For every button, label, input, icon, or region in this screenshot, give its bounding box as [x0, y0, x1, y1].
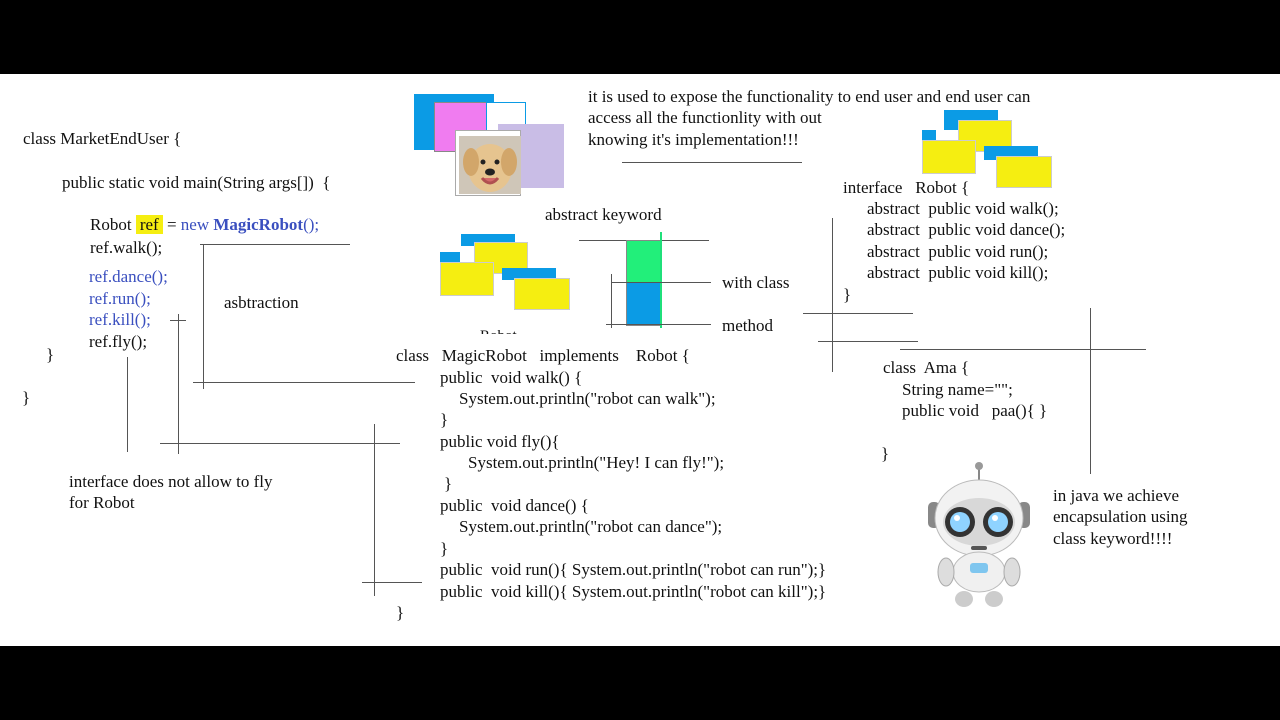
magic-robot-class-name: MagicRobot [213, 215, 304, 234]
partial-robot-label: Robot [480, 326, 517, 334]
connector-line [900, 349, 1146, 350]
connector-line [178, 314, 179, 454]
diagram-line [611, 282, 711, 283]
magic-robot-header: class MagicRobot implements Robot { [396, 346, 690, 365]
fly-note-line1: interface does not allow to fly [69, 472, 273, 491]
magic-robot-close: } [396, 603, 405, 622]
ama-class-close: } [881, 444, 890, 463]
dance-close: } [440, 539, 449, 558]
interface-dance: abstract public void dance(); [867, 220, 1066, 239]
interface-run: abstract public void run(); [867, 242, 1049, 261]
connector-line [362, 582, 422, 583]
fly-close: } [444, 474, 453, 493]
ama-method: public void paa(){ } [902, 401, 1048, 420]
run-method-line: public void run(){ System.out.println("r… [440, 560, 827, 579]
interface-walk: abstract public void walk(); [867, 199, 1059, 218]
dance-body: System.out.println("robot can dance"); [459, 517, 723, 536]
connector-line [127, 357, 128, 452]
connector-line [170, 320, 186, 321]
main-class-header: class MarketEndUser { [23, 129, 182, 148]
interface-kill: abstract public void kill(); [867, 263, 1049, 282]
folder-part [440, 262, 494, 296]
folder-part [996, 156, 1052, 188]
connector-line [203, 244, 204, 389]
abstraction-label: asbtraction [224, 293, 299, 312]
fly-signature: public void fly(){ [440, 432, 560, 451]
encapsulation-note-line1: in java we achieve [1053, 486, 1180, 505]
ref-variable-highlight: ref [135, 215, 163, 234]
ama-class-header: class Ama { [883, 358, 970, 377]
new-keyword: new [180, 215, 214, 234]
decl-type: Robot [90, 215, 136, 234]
connector-line [160, 443, 400, 444]
connector-line [374, 424, 375, 596]
kill-call: ref.kill(); [89, 310, 151, 329]
decl-end: (); [303, 215, 320, 234]
connector-line [818, 341, 918, 342]
dance-signature: public void dance() { [440, 496, 589, 515]
walk-body: System.out.println("robot can walk"); [459, 389, 716, 408]
top-note-line1: it is used to expose the functionality t… [588, 87, 1031, 106]
kill-method-line: public void kill(){ System.out.println("… [440, 582, 827, 601]
main-method-close: } [46, 345, 55, 364]
walk-call: ref.walk(); [90, 238, 163, 257]
fly-body: System.out.println("Hey! I can fly!"); [468, 453, 725, 472]
slide: class MarketEndUser { public static void… [0, 74, 1280, 646]
with-class-label: with class [722, 273, 790, 292]
connector-line [200, 244, 350, 245]
diagram-line [606, 324, 711, 325]
dance-call: ref.dance(); [89, 267, 168, 286]
dog-photo-icon [459, 136, 521, 194]
folder-part [502, 268, 556, 280]
encapsulation-note-line2: encapsulation using [1053, 507, 1188, 526]
walk-signature: public void walk() { [440, 368, 583, 387]
main-method-signature: public static void main(String args[]) { [62, 173, 331, 192]
method-label: method [722, 316, 773, 335]
fly-call: ref.fly(); [89, 332, 148, 351]
connector-line [193, 382, 415, 383]
folder-part [922, 130, 936, 140]
run-call: ref.run(); [89, 289, 151, 308]
encapsulation-note-line3: class keyword!!!! [1053, 529, 1173, 548]
connector-line [832, 218, 833, 372]
top-note-line3: knowing it's implementation!!! [588, 130, 799, 149]
folder-part [440, 252, 460, 262]
connector-line [1090, 308, 1091, 474]
interface-close: } [843, 285, 852, 304]
diagram-green-line [660, 232, 662, 328]
interface-robot-header: interface Robot { [843, 178, 970, 197]
folder-part [922, 140, 976, 174]
diagram-line [611, 274, 612, 328]
robot-declaration: Robot ref = new MagicRobot(); [90, 214, 319, 236]
note-underline [622, 162, 802, 163]
fly-note-line2: for Robot [69, 493, 135, 512]
main-class-close: } [22, 388, 31, 407]
robot-mascot-icon [928, 462, 1030, 607]
folder-part [514, 278, 570, 310]
abstract-keyword-label: abstract keyword [545, 205, 662, 224]
ama-field: String name=""; [902, 380, 1013, 399]
walk-close: } [440, 410, 449, 429]
with-class-bar [626, 240, 662, 284]
connector-line [803, 313, 913, 314]
decl-eq: = [162, 215, 181, 234]
top-note-line2: access all the functionlity with out [588, 108, 822, 127]
method-bar [626, 282, 662, 326]
